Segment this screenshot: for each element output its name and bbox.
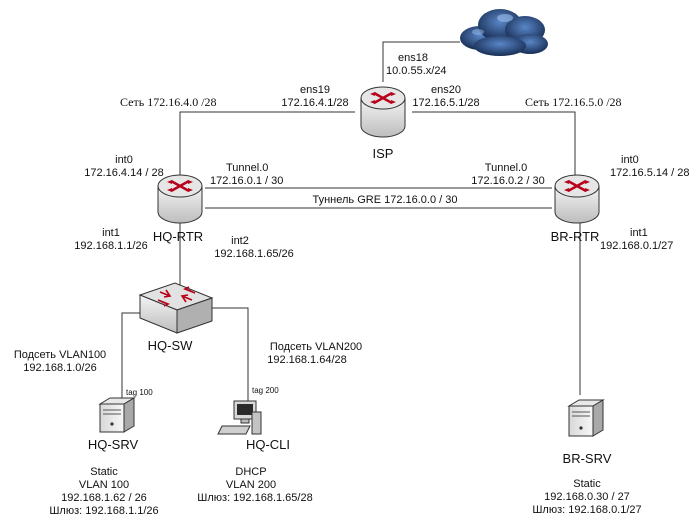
hq-cli-details: DHCP VLAN 200 Шлюз: 192.168.1.65/28 [197,466,312,504]
hq-rtr-int1-iface: int1 [102,227,120,239]
br-rtr-router-icon[interactable] [554,174,600,224]
hq-srv-line-4: Шлюз: 192.168.1.1/26 [49,505,158,517]
isp-ens19-iface: ens19 [300,84,330,96]
br-rtr-int1-ip: 192.168.0.1/27 [600,240,673,252]
hq-srv-details: Static VLAN 100 192.168.1.62 / 26 Шлюз: … [49,466,158,517]
br-rtr-tunnel-iface: Tunnel.0 [485,162,527,174]
hq-rtr-int0-iface: int0 [115,154,133,166]
isp-ens20-ip: 172.16.5.1/28 [412,97,479,109]
link-isp-br-rtr [412,111,576,178]
hq-cli-line-3: Шлюз: 192.168.1.65/28 [197,492,312,504]
hq-srv-line-3: 192.168.1.62 / 26 [61,492,147,504]
hq-rtr-tunnel-iface: Tunnel.0 [226,162,268,174]
network-left-label: Сеть 172.16.4.0 /28 [120,95,217,109]
hq-sw-name: HQ-SW [148,338,194,353]
hq-rtr-tunnel-ip: 172.16.0.1 / 30 [210,175,283,187]
br-srv-line-2: 192.168.0.30 / 27 [544,491,630,503]
vlan200-tag: tag 200 [252,386,279,395]
hq-cli-line-2: VLAN 200 [226,479,276,491]
hq-rtr-int2-iface: int2 [231,235,249,247]
isp-name: ISP [373,146,394,161]
hq-cli-line-1: DHCP [235,466,266,478]
hq-rtr-int1-ip: 192.168.1.1/26 [74,240,147,252]
br-rtr-int0-iface: int0 [621,154,639,166]
isp-ens20-iface: ens20 [431,84,461,96]
br-srv-server-icon[interactable] [567,399,605,437]
br-rtr-int0-ip: 172.16.5.14 / 28 [610,167,690,179]
vlan200-net: 192.168.1.64/28 [267,354,347,366]
br-srv-name: BR-SRV [563,451,612,466]
links [121,41,581,402]
hq-srv-name: HQ-SRV [88,437,139,452]
link-isp-hq-rtr [179,111,355,178]
hq-srv-server-icon[interactable] [98,397,136,433]
hq-srv-line-2: VLAN 100 [79,479,129,491]
br-srv-line-3: Шлюз: 192.168.0.1/27 [532,504,641,516]
link-isp-cloud [382,41,460,82]
br-rtr-tunnel-ip: 172.16.0.2 / 30 [471,175,544,187]
hq-rtr-int0-ip: 172.16.4.14 / 28 [84,167,164,179]
vlan100-title: Подсеть VLAN100 [14,349,106,361]
link-sw-hq-cli [205,307,249,402]
hq-rtr-name: HQ-RTR [153,229,203,244]
hq-sw-switch-icon[interactable] [138,282,214,334]
vlan200-title: Подсеть VLAN200 [270,341,362,353]
br-rtr-int1-iface: int1 [630,227,648,239]
hq-rtr-router-icon[interactable] [157,174,203,224]
hq-srv-line-1: Static [90,466,118,478]
network-right-label: Сеть 172.16.5.0 /28 [525,95,622,109]
br-rtr-name: BR-RTR [551,229,600,244]
hq-rtr-int2-ip: 192.168.1.65/26 [214,248,294,260]
hq-cli-name: HQ-CLI [246,437,290,452]
link-sw-hq-srv [121,312,147,400]
isp-ens18-ip: 10.0.55.x/24 [386,65,447,77]
vlan100-tag: tag 100 [126,388,153,397]
br-srv-line-1: Static [573,478,601,490]
isp-router-icon[interactable] [360,86,406,138]
gre-tunnel-label: Туннель GRE 172.16.0.0 / 30 [313,194,458,206]
br-srv-details: Static 192.168.0.30 / 27 Шлюз: 192.168.0… [532,478,641,516]
isp-ens18-iface: ens18 [398,52,428,64]
hq-cli-workstation-icon[interactable] [217,400,262,435]
internet-cloud-icon [460,9,548,56]
isp-ens19-ip: 172.16.4.1/28 [281,97,348,109]
vlan100-net: 192.168.1.0/26 [23,362,96,374]
